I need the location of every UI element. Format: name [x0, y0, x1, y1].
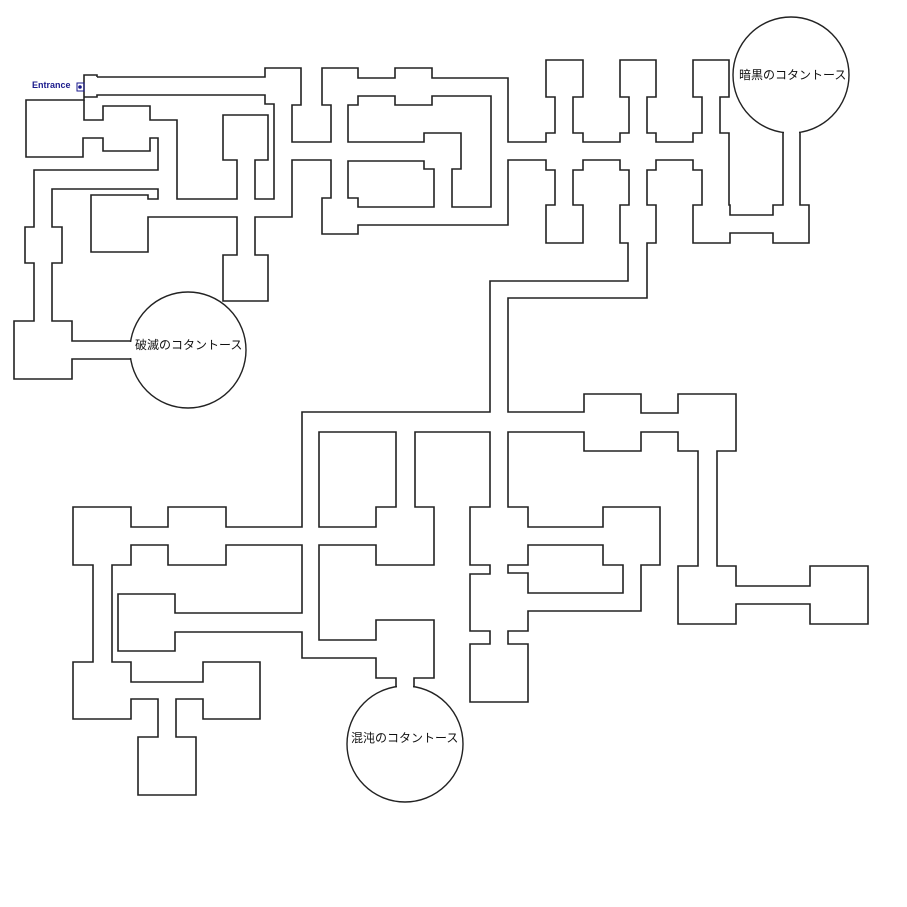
doorway [127, 342, 135, 358]
room-label-chaos: 混沌のコタントース [351, 731, 459, 745]
entrance-dot-icon [78, 85, 82, 89]
room-label-destruction: 破滅のコタントース [135, 338, 243, 352]
wall-east-outer [318, 131, 869, 703]
wall-inner-main [51, 159, 630, 796]
wall-north-loop-b [347, 160, 435, 208]
wall-north-loop-a [347, 95, 492, 208]
wall-west-outer [13, 74, 159, 380]
doorway [784, 126, 799, 135]
entrance-marker [76, 82, 85, 92]
wall-center-room [318, 431, 397, 528]
room-label-darkness: 暗黒のコタントース [739, 68, 847, 82]
entrance-label: Entrance [32, 80, 71, 90]
doorway [397, 682, 413, 691]
wall-north-outer [97, 59, 784, 216]
wall-entrance-corridor [83, 94, 275, 200]
wall-east-loop [507, 544, 624, 594]
